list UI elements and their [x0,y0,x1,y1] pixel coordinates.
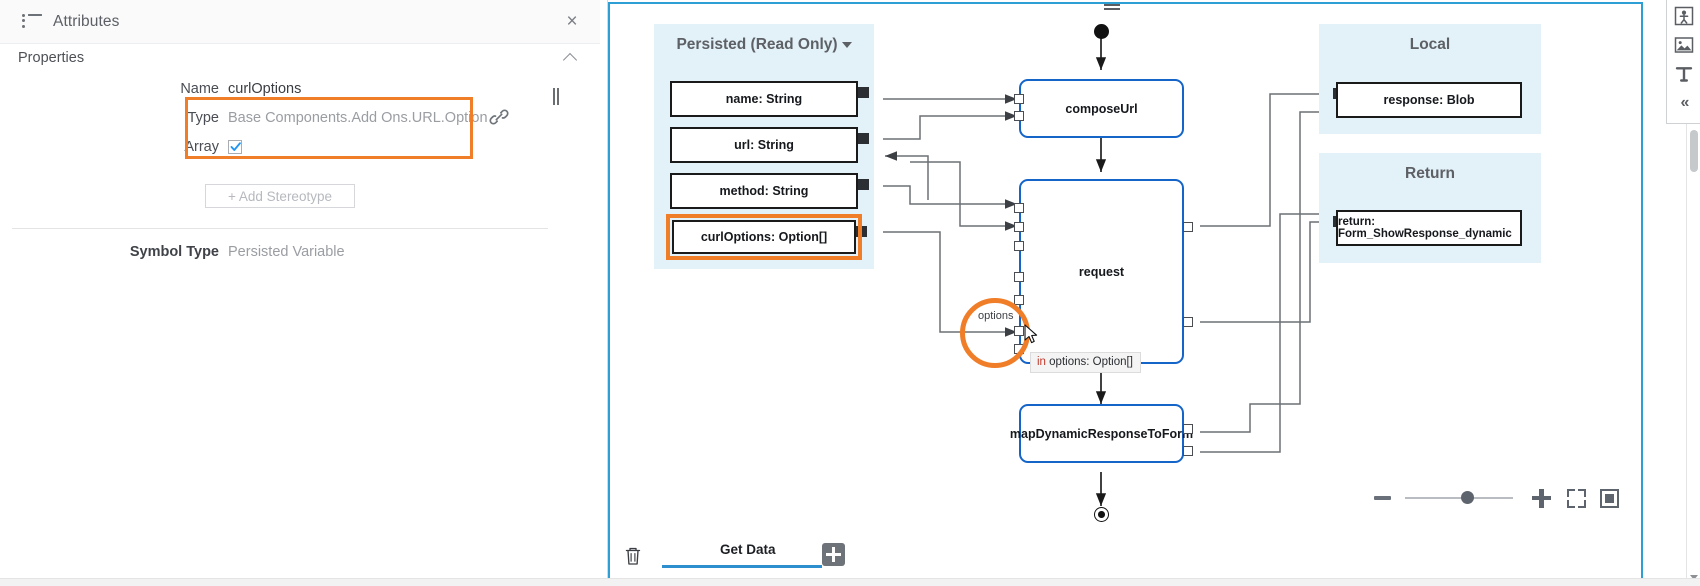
scrollbar-thumb[interactable] [1690,130,1698,172]
zoom-in-icon[interactable] [1531,488,1551,508]
zoom-slider[interactable] [1405,491,1513,504]
node-mapdynamicresponsetoform[interactable]: mapDynamicResponseToForm [1010,404,1193,463]
field-row-array: Array [0,132,600,161]
array-field-label: Array [184,138,219,155]
pin-request-out-2[interactable] [1183,317,1193,327]
scroll-down-arrow-icon[interactable] [1690,575,1698,580]
pin-map-out-2[interactable] [1183,446,1193,456]
properties-label: Properties [18,50,85,66]
chevron-down-icon[interactable] [841,41,852,48]
array-checkbox[interactable] [228,139,242,154]
start-node [1094,24,1109,39]
type-field-value[interactable]: Base Components.Add Ons.URL.Option [228,109,488,126]
right-toolbar: « [1666,0,1700,124]
add-tab-button[interactable] [822,543,845,566]
symbol-type-row: Symbol Type Persisted Variable [0,237,600,266]
add-stereotype-button[interactable]: + Add Stereotype [205,184,355,208]
mouse-cursor [1024,324,1040,346]
fullscreen-icon[interactable] [1567,488,1586,508]
zoom-controls [1374,486,1619,510]
canvas-drag-handle[interactable] [1104,4,1120,13]
properties-section-header[interactable]: Properties [0,44,600,72]
var-name-string[interactable]: name: String [670,81,858,117]
type-field-label: Type [187,109,219,126]
end-node [1094,507,1109,522]
field-row-type: Type Base Components.Add Ons.URL.Option [0,103,600,132]
image-icon[interactable] [1671,32,1697,58]
pin-request-in-2[interactable] [1014,222,1024,232]
pin-url-out[interactable] [858,133,869,144]
pin-request-in-4[interactable] [1014,272,1024,282]
group-return-title: Return [1405,165,1455,182]
zoom-slider-thumb[interactable] [1461,491,1474,504]
bottom-strip [0,578,1700,586]
var-return-form[interactable]: return: Form_ShowResponse_dynamic [1336,210,1522,246]
tooltip-keyword: in [1037,356,1046,368]
field-row-name: Name curlOptions [0,74,600,103]
name-field-label: Name [180,80,219,97]
port-tooltip: in options: Option[] [1030,352,1141,373]
group-local-title: Local [1409,36,1451,53]
pin-request-in-1[interactable] [1014,203,1024,213]
pin-map-out-1[interactable] [1183,424,1193,434]
close-icon[interactable]: × [566,11,578,32]
pin-request-out-1[interactable] [1183,222,1193,232]
var-method-string[interactable]: method: String [670,173,858,209]
trash-icon[interactable] [624,546,642,566]
pin-composeurl-in-1[interactable] [1014,94,1024,104]
panel-title: Attributes [53,12,120,30]
tab-get-data[interactable]: Get Data [662,542,822,568]
name-field-value[interactable]: curlOptions [228,80,302,97]
panel-resize-handle[interactable] [551,88,560,105]
properties-panel: Attributes × Properties Name curlOptions… [0,0,608,586]
pin-request-in-3[interactable] [1014,241,1024,251]
group-persisted-title[interactable]: Persisted (Read Only) [654,36,874,54]
pin-composeurl-in-2[interactable] [1014,111,1024,121]
tooltip-text: options: Option[] [1045,356,1133,368]
list-attributes-icon [22,13,42,30]
flow-diagram-canvas[interactable]: Persisted (Read Only) name: String url: … [608,2,1643,580]
panel-header: Attributes × [0,0,600,44]
properties-form: Name curlOptions Type Base Components.Ad… [0,74,600,161]
edge-label-options: options [978,310,1014,322]
group-return: Return [1319,153,1541,263]
pin-name-out[interactable] [858,87,869,98]
pin-method-out[interactable] [858,179,869,190]
person-shape-icon[interactable] [1671,3,1697,29]
node-composeurl[interactable]: composeUrl [1019,79,1184,138]
node-request[interactable]: request [1019,179,1184,364]
pin-request-in-5[interactable] [1014,295,1024,305]
link-chain-icon[interactable] [488,106,510,128]
diagram-canvas-area: Persisted (Read Only) name: String url: … [553,0,1700,586]
fit-to-screen-icon[interactable] [1600,488,1619,508]
pin-request-in-7[interactable] [1014,344,1024,354]
text-tool-icon[interactable] [1671,61,1697,87]
vertical-scrollbar[interactable] [1686,124,1700,586]
symbol-type-label: Symbol Type [129,243,219,260]
symbol-type-value: Persisted Variable [228,243,345,260]
pin-curloptions-out[interactable] [856,226,867,237]
collapse-left-chevron-icon[interactable]: « [1680,94,1690,111]
chevron-up-icon[interactable] [564,51,578,65]
var-curloptions-option-array[interactable]: curlOptions: Option[] [672,220,856,254]
pin-request-in-options[interactable] [1014,326,1024,336]
zoom-out-icon[interactable] [1374,496,1391,500]
panel-divider [12,228,548,229]
var-response-blob[interactable]: response: Blob [1336,82,1522,118]
var-url-string[interactable]: url: String [670,127,858,163]
